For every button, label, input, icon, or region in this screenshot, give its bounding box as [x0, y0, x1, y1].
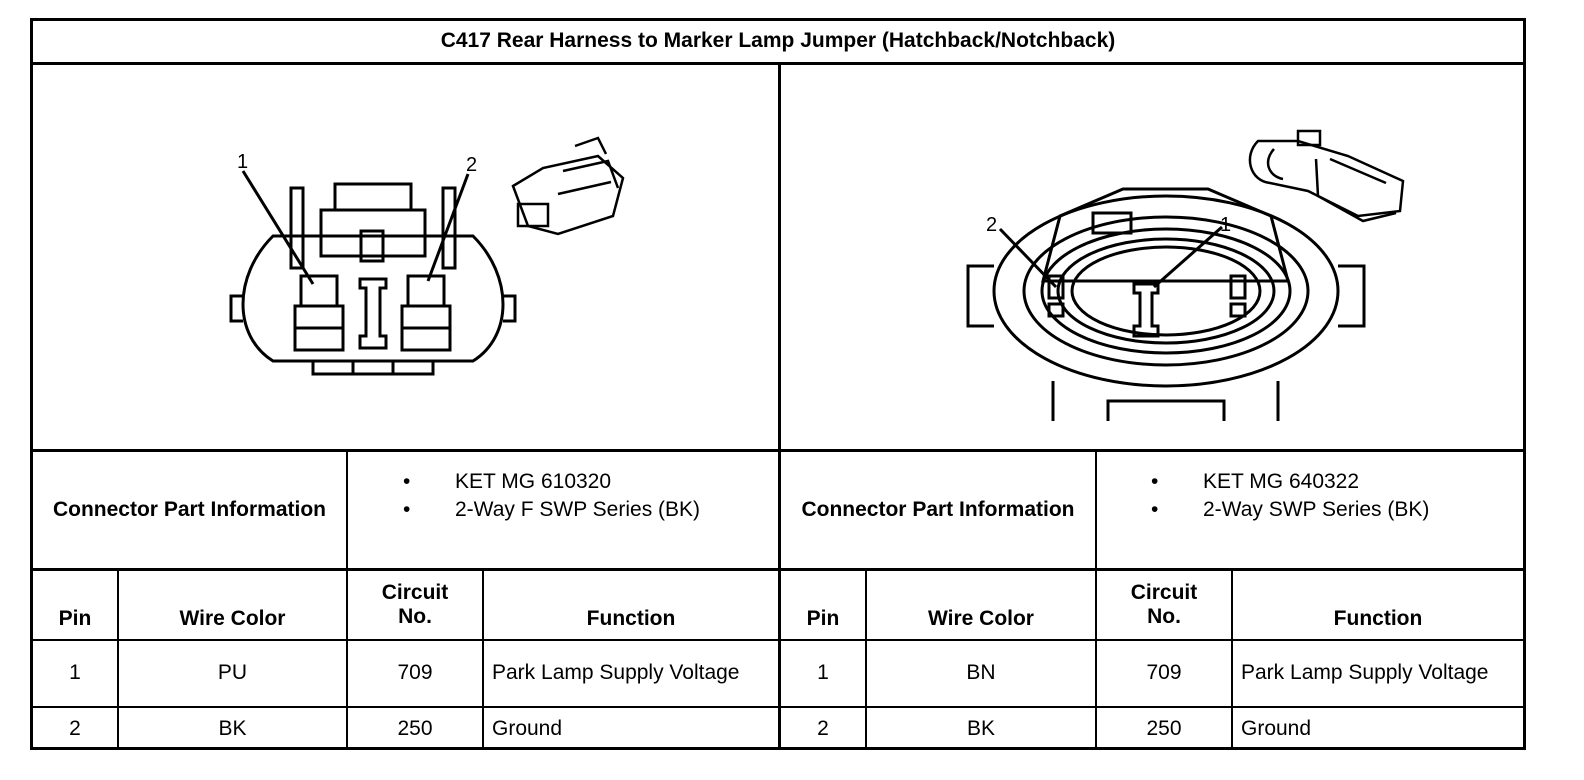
pin-cell: 1 [817, 661, 829, 685]
circuit-cell: 709 [397, 661, 433, 685]
divider [346, 449, 348, 750]
circuit-cell: 250 [1146, 716, 1182, 740]
divider [865, 568, 867, 750]
bullet: • [403, 470, 411, 493]
divider [1231, 568, 1233, 750]
right-header-pin: Pin [806, 606, 840, 630]
page-title: C417 Rear Harness to Marker Lamp Jumper … [440, 29, 1116, 53]
function-cell: Ground [1241, 716, 1312, 740]
connector-sheet: C417 Rear Harness to Marker Lamp Jumper … [30, 18, 1526, 750]
list-item: •KET MG 610320 [403, 468, 700, 496]
right-part-info-list: •KET MG 640322 •2-Way SWP Series (BK) [1151, 468, 1429, 524]
bullet: • [1151, 470, 1159, 493]
wire-color-cell: BK [218, 716, 247, 740]
right-header-function: Function [1333, 606, 1423, 630]
function-cell: Park Lamp Supply Voltage [1241, 661, 1489, 685]
left-connector-diagram: 1 2 [229, 136, 625, 376]
left-header-wire-color: Wire Color [179, 606, 286, 630]
pin-cell: 1 [69, 661, 81, 685]
pin-cell: 2 [69, 716, 81, 740]
circuit-cell: 250 [397, 716, 433, 740]
divider [778, 62, 781, 750]
list-item: •2-Way F SWP Series (BK) [403, 496, 700, 524]
pin-callout-2: 2 [466, 154, 477, 176]
right-part-info-label: Connector Part Information [801, 497, 1075, 521]
pin-cell: 2 [817, 716, 829, 740]
bullet: • [403, 498, 411, 521]
pin-callout-2: 2 [986, 214, 997, 236]
right-header-wire-color: Wire Color [928, 606, 1034, 630]
bullet: • [1151, 498, 1159, 521]
left-header-pin: Pin [58, 606, 92, 630]
left-header-circuit: Circuit No. [381, 580, 449, 628]
circuit-cell: 709 [1146, 661, 1182, 685]
pin-callout-1: 1 [237, 151, 248, 173]
wire-color-cell: BK [966, 716, 995, 740]
wire-color-cell: PU [217, 661, 248, 685]
connector-face [229, 170, 517, 376]
left-header-function: Function [586, 606, 676, 630]
function-cell: Ground [492, 716, 563, 740]
connector-face [966, 187, 1366, 421]
left-part-info-label: Connector Part Information [52, 497, 326, 521]
divider [1095, 449, 1097, 750]
function-cell: Park Lamp Supply Voltage [492, 661, 740, 685]
list-item: •2-Way SWP Series (BK) [1151, 496, 1429, 524]
divider [482, 568, 484, 750]
divider [117, 568, 119, 750]
pin-callout-1: 1 [1220, 214, 1231, 236]
wire-color-cell: BN [966, 661, 996, 685]
connector-3d-view [511, 136, 625, 236]
left-part-info-list: •KET MG 610320 •2-Way F SWP Series (BK) [403, 468, 700, 524]
right-header-circuit: Circuit No. [1130, 580, 1198, 628]
connector-3d-view [1248, 129, 1405, 223]
list-item: •KET MG 640322 [1151, 468, 1429, 496]
right-connector-diagram: 2 1 [966, 129, 1405, 421]
